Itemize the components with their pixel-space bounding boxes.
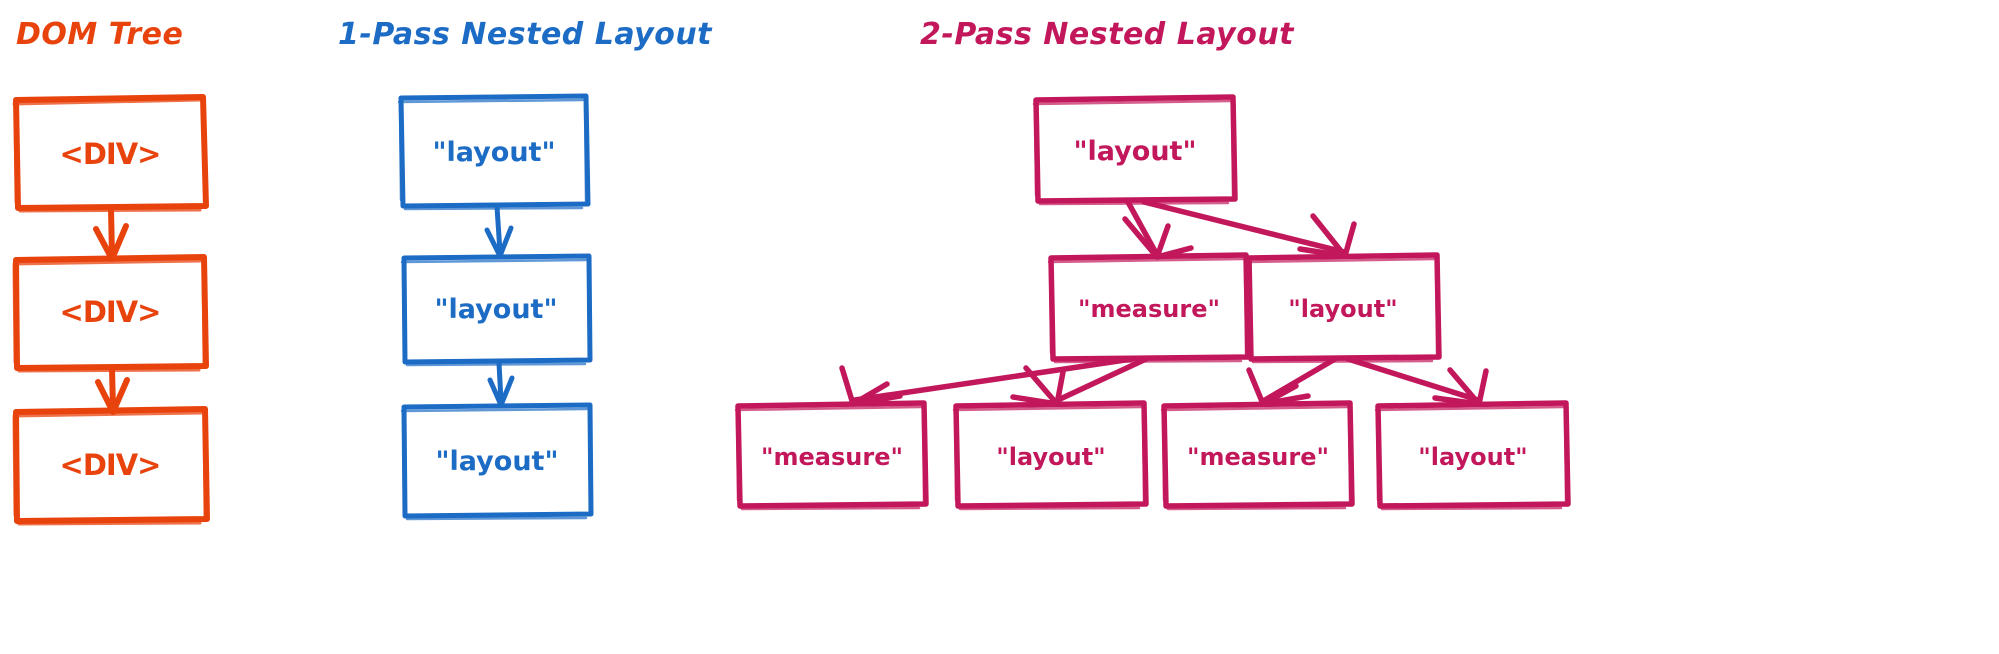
dom-node-2-border-sketch [12,259,206,373]
dom-node-3-label: <DIV> [60,448,161,482]
dom-node-3[interactable]: <DIV> [12,406,210,526]
two-pass-heading: 2-Pass Nested Layout [920,17,1295,52]
twopass-edge-root-left-head [1122,216,1194,260]
onepass-node-1[interactable]: "layout" [397,93,591,211]
twopass-node-root-border-sketch [1032,99,1235,206]
dom-arrow-1-shaft [108,206,115,259]
dom-node-1-border-sketch [12,98,207,213]
twopass-node-root[interactable]: "layout" [1032,94,1238,206]
twopass-node-layout-2[interactable]: "layout" [1245,252,1442,364]
onepass-node-1-border-sketch [397,98,588,211]
onepass-node-2-label: "layout" [434,294,557,325]
twopass-node-measure-1-border [1048,252,1251,362]
twopass-leaf-measure-1[interactable]: "measure" [734,400,929,511]
dom-tree-heading: DOM Tree [16,17,183,52]
twopass-leaf-measure-2[interactable]: "measure" [1160,400,1355,511]
twopass-leaf-layout-1-border-sketch [952,405,1146,511]
twopass-edge-l2-right-line [1345,356,1481,403]
dom-tree-column: DOM Tree <DIV> <DIV> <DIV> [12,17,210,526]
twopass-edge-root-right-line [1141,199,1347,255]
dom-node-3-border-sketch [12,411,207,526]
onepass-node-1-border [398,93,591,209]
dom-node-2[interactable]: <DIV> [12,254,209,373]
twopass-edge-root-left-line [1125,199,1159,256]
twopass-leaf-measure-2-border [1161,400,1355,509]
onepass-arrow-1 [484,204,514,259]
dom-arrow-2 [95,366,130,415]
twopass-leaf-measure-1-border-sketch [734,405,926,511]
onepass-node-2[interactable]: "layout" [400,253,593,367]
dom-node-2-border [13,254,209,371]
twopass-node-root-border [1033,94,1238,204]
twopass-edge-l2-right [1345,356,1489,407]
twopass-leaf-layout-2-border-sketch [1374,405,1568,511]
dom-node-1-label: <DIV> [60,137,161,171]
onepass-node-2-border-sketch [400,258,591,367]
twopass-node-layout-2-border [1246,252,1442,362]
one-pass-heading: 1-Pass Nested Layout [338,17,713,52]
dom-node-1-border [13,94,209,211]
twopass-leaf-layout-1-label: "layout" [996,443,1105,471]
twopass-node-root-label: "layout" [1073,136,1196,167]
twopass-leaf-layout-2-label: "layout" [1418,443,1527,471]
twopass-node-measure-1-label: "measure" [1078,295,1220,323]
onepass-arrow-1-shaft [494,204,503,255]
twopass-node-measure-1[interactable]: "measure" [1047,252,1251,364]
twopass-edge-l2-left [1246,356,1338,407]
twopass-edge-m1-left-head [839,365,903,407]
twopass-edge-root-right [1141,199,1357,259]
dom-node-1[interactable]: <DIV> [12,94,209,213]
one-pass-column: 1-Pass Nested Layout "layout" "layout" [338,17,713,521]
twopass-leaf-layout-1-border [953,400,1149,509]
twopass-node-layout-2-label: "layout" [1288,295,1397,323]
onepass-node-3[interactable]: "layout" [400,402,594,521]
onepass-node-3-label: "layout" [435,446,558,477]
dom-arrow-2-shaft [109,366,116,411]
onepass-arrow-2-shaft [496,360,504,404]
twopass-leaf-measure-2-border-sketch [1160,405,1352,511]
dom-node-2-label: <DIV> [60,295,161,329]
onepass-node-1-label: "layout" [432,137,555,168]
twopass-leaf-measure-1-border [735,400,929,509]
onepass-arrow-2 [487,360,515,408]
two-pass-column: 2-Pass Nested Layout [734,17,1571,511]
twopass-node-layout-2-border-sketch [1245,257,1439,364]
twopass-edge-m1-right-line [1055,356,1149,403]
onepass-node-3-border-sketch [400,407,592,521]
twopass-edge-l2-left-line [1262,356,1338,403]
twopass-leaf-measure-2-label: "measure" [1187,443,1329,471]
twopass-edge-l2-left-head [1246,367,1311,407]
twopass-leaf-layout-2-border [1375,400,1571,509]
dom-node-3-border [13,406,210,524]
twopass-leaf-layout-1[interactable]: "layout" [952,400,1149,511]
twopass-leaf-measure-1-label: "measure" [761,443,903,471]
dom-arrow-1 [93,206,129,262]
twopass-leaf-layout-2[interactable]: "layout" [1374,400,1571,511]
twopass-node-measure-1-border-sketch [1047,257,1248,364]
twopass-edge-m1-left-line [852,356,1135,403]
twopass-edge-m1-left [839,356,1135,407]
